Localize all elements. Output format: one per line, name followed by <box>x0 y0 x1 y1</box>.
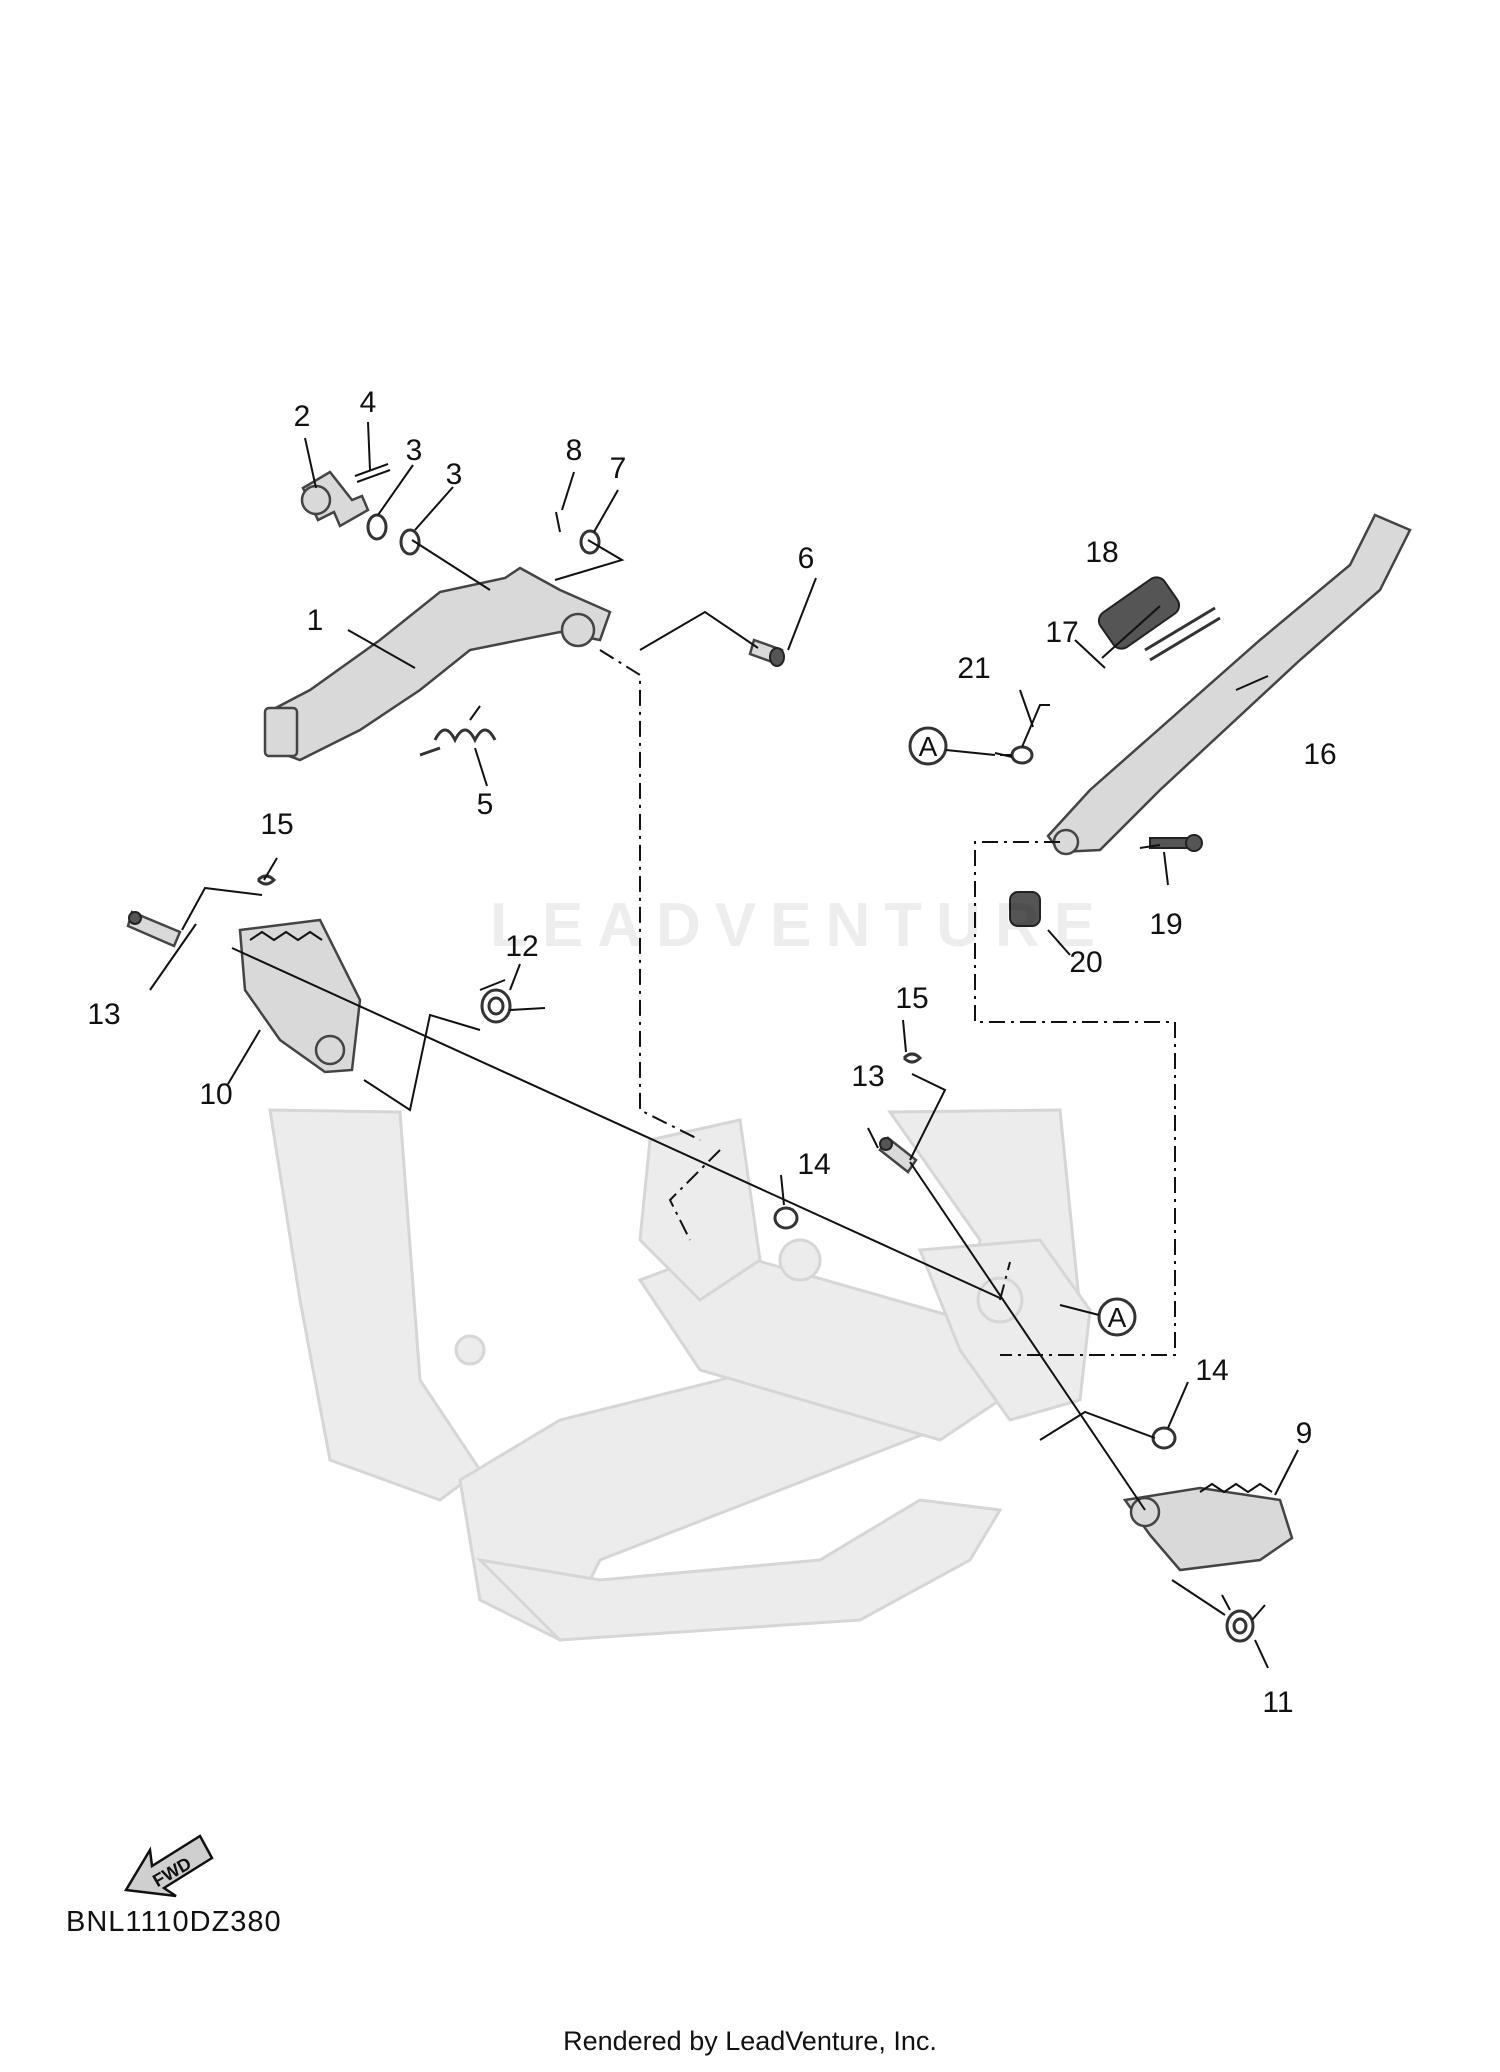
callout-2: 2 <box>294 400 311 433</box>
callout-5: 5 <box>477 788 494 821</box>
forward-arrow-icon: FWD <box>123 1834 214 1898</box>
side-stand <box>1046 513 1412 856</box>
pedal-return-spring <box>419 705 497 757</box>
callout-7: 7 <box>610 452 627 485</box>
brake-pedal-shaft <box>300 470 370 528</box>
diagram-code: BNL1110DZ380 <box>66 1906 282 1938</box>
callout-10: 10 <box>199 1078 232 1111</box>
callout-15a: 15 <box>260 808 293 841</box>
footpeg-washer-right <box>1151 1426 1177 1450</box>
callout-4: 4 <box>360 386 377 419</box>
left-footpeg <box>238 918 362 1074</box>
callout-3a: 3 <box>406 434 423 467</box>
callout-14a: 14 <box>797 1148 830 1181</box>
left-footpeg-pin <box>126 910 182 948</box>
ref-a-frame-leader <box>1059 1304 1100 1316</box>
callout-20: 20 <box>1069 946 1102 979</box>
brake-pedal <box>263 566 612 762</box>
svg-text:A: A <box>1108 1302 1127 1333</box>
assembly-lines <box>599 649 1176 1356</box>
svg-text:A: A <box>919 731 938 762</box>
callout-12: 12 <box>505 930 538 963</box>
callout-21: 21 <box>957 652 990 685</box>
ref-circle-a-stand: A <box>908 726 948 766</box>
cotter-pin <box>354 463 391 483</box>
stand-nut <box>1009 891 1041 927</box>
stand-spring <box>1144 606 1221 662</box>
callout-15b: 15 <box>895 982 928 1015</box>
stand-rubber <box>1097 576 1181 650</box>
callout-6: 6 <box>798 542 815 575</box>
pivot-bolt <box>748 638 785 667</box>
callout-1: 1 <box>307 604 324 637</box>
right-footpeg-spring <box>1221 1594 1266 1643</box>
leader-lines <box>149 421 1299 1669</box>
credit-text: Rendered by LeadVenture, Inc. <box>563 2026 937 2056</box>
callout-13a: 13 <box>87 998 120 1031</box>
stand-bolt <box>1149 834 1203 852</box>
washer-2 <box>399 528 421 556</box>
pin-small <box>555 511 561 533</box>
ref-circle-a-frame: A <box>1097 1297 1137 1337</box>
washer-1 <box>366 513 388 541</box>
clip-left <box>256 874 277 886</box>
callout-3b: 3 <box>446 458 463 491</box>
callout-14b: 14 <box>1195 1354 1228 1387</box>
left-footpeg-spring <box>479 979 546 1024</box>
watermark: LEADVENTURE <box>490 891 1110 960</box>
callout-labels: 1 2 3 3 4 5 6 7 8 9 10 11 12 13 13 14 14… <box>87 386 1336 1719</box>
frame-cradle <box>268 1108 1092 1643</box>
footpeg-washer-left <box>773 1206 799 1230</box>
callout-8: 8 <box>566 434 583 467</box>
clip-right <box>902 1052 923 1064</box>
callout-17: 17 <box>1045 616 1078 649</box>
callout-11: 11 <box>1262 1686 1293 1719</box>
callout-18: 18 <box>1085 536 1118 569</box>
stand-stopper <box>1010 704 1050 765</box>
callout-13b: 13 <box>851 1060 884 1093</box>
washer-small <box>579 529 601 555</box>
ref-a-stand-leader <box>945 749 996 756</box>
right-footpeg-pin <box>878 1136 918 1174</box>
callout-9: 9 <box>1296 1417 1313 1450</box>
right-footpeg <box>1122 1482 1294 1572</box>
callout-19: 19 <box>1149 908 1182 941</box>
callout-16: 16 <box>1303 738 1336 771</box>
